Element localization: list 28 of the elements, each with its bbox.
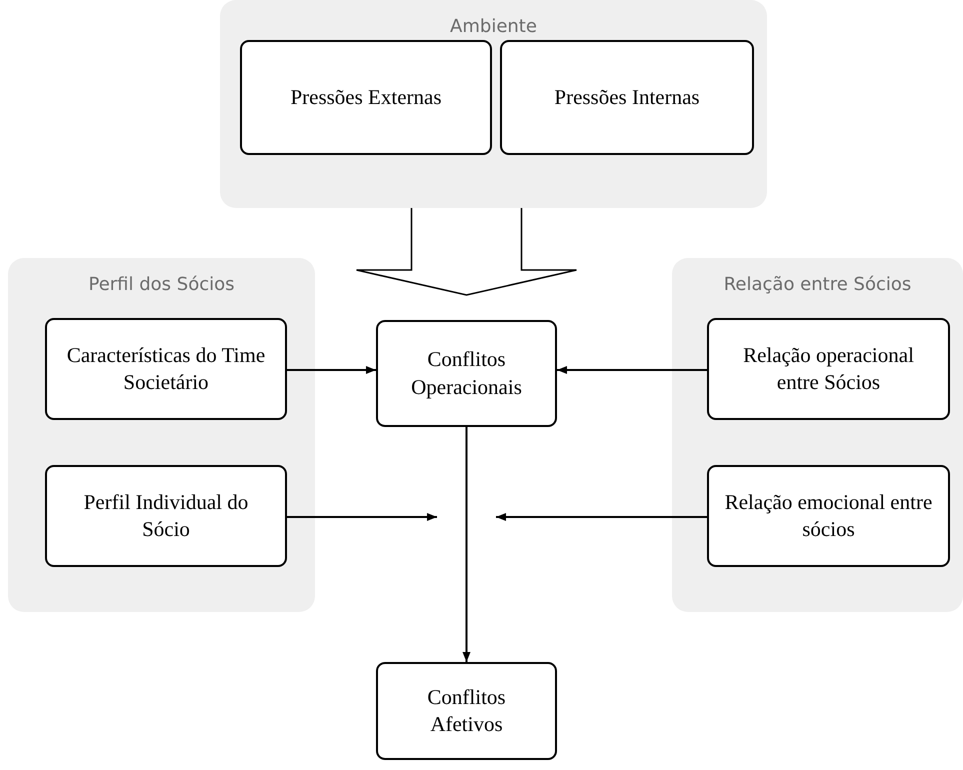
- group-title: Ambiente: [449, 16, 538, 37]
- process-box: [376, 320, 557, 427]
- box-label: Pressões Externas: [290, 84, 442, 111]
- box-label: Pressões Internas: [554, 84, 700, 111]
- process-box: [45, 318, 287, 420]
- group-panel: [672, 258, 963, 612]
- box-label: Conflitos Afetivos: [426, 684, 507, 738]
- block-arrow: [356, 207, 578, 296]
- box-label: Conflitos Operacionais: [410, 346, 523, 400]
- arrow: [462, 427, 470, 662]
- box-label: Características do Time Societário: [66, 342, 266, 396]
- group-panel: [8, 258, 315, 612]
- group-title: Relação entre Sócios: [722, 274, 912, 295]
- box-label: Relação operacional entre Sócios: [742, 342, 915, 396]
- process-box: [376, 662, 557, 760]
- process-box: [240, 40, 492, 155]
- process-box: [707, 465, 950, 567]
- group-panel: [220, 0, 767, 208]
- arrow: [287, 513, 437, 521]
- process-box: [707, 318, 950, 420]
- process-box: [500, 40, 754, 155]
- box-label: Relação emocional entre sócios: [724, 488, 934, 543]
- arrow: [287, 366, 376, 374]
- box-label: Perfil Individual do Sócio: [82, 488, 250, 543]
- group-title: Perfil dos Sócios: [87, 274, 236, 295]
- process-box: [45, 465, 287, 567]
- arrow: [496, 513, 707, 521]
- arrow: [557, 366, 707, 374]
